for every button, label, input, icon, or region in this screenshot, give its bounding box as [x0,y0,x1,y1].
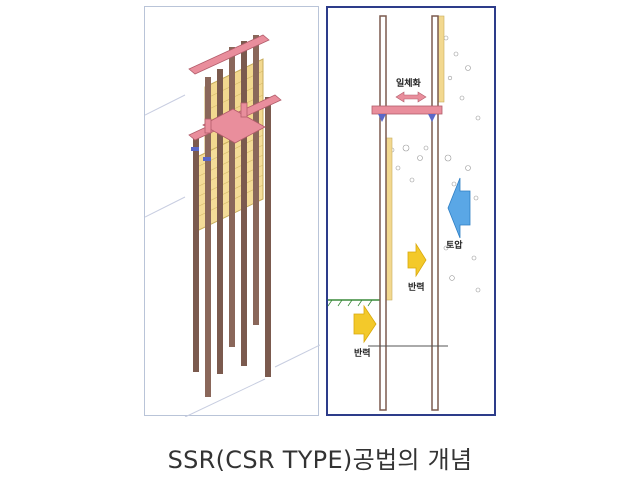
piles [193,35,271,397]
bracket-left [378,114,386,122]
lagging-left [385,137,393,301]
integration-label: 일체화 [396,77,422,89]
struts [188,34,282,144]
section-diagram: 일체화 토압 반력 반력 [328,15,481,411]
section-view-panel: 일체화 토압 반력 반력 [326,6,496,416]
integration-arrow [395,91,427,103]
isometric-diagram [145,34,320,417]
earth-pressure-arrow [447,177,471,239]
bracket-right [428,114,436,122]
reaction-label-lower: 반력 [354,347,371,359]
isometric-view-panel [144,6,320,417]
lagging-right [437,15,445,103]
pile-right [431,15,439,411]
figure-caption: SSR(CSR TYPE)공법의 개념 [167,446,473,474]
strut [371,105,443,115]
soil-texture [389,35,481,293]
ground-lines [145,94,320,417]
reaction-arrow-upper [407,242,427,278]
pile-left [379,15,387,411]
reaction-arrow-lower [353,304,377,344]
ground-hatch [328,299,373,307]
reaction-label-upper: 반력 [408,281,425,293]
brackets [191,147,211,161]
earth-pressure-label: 토압 [446,239,463,251]
